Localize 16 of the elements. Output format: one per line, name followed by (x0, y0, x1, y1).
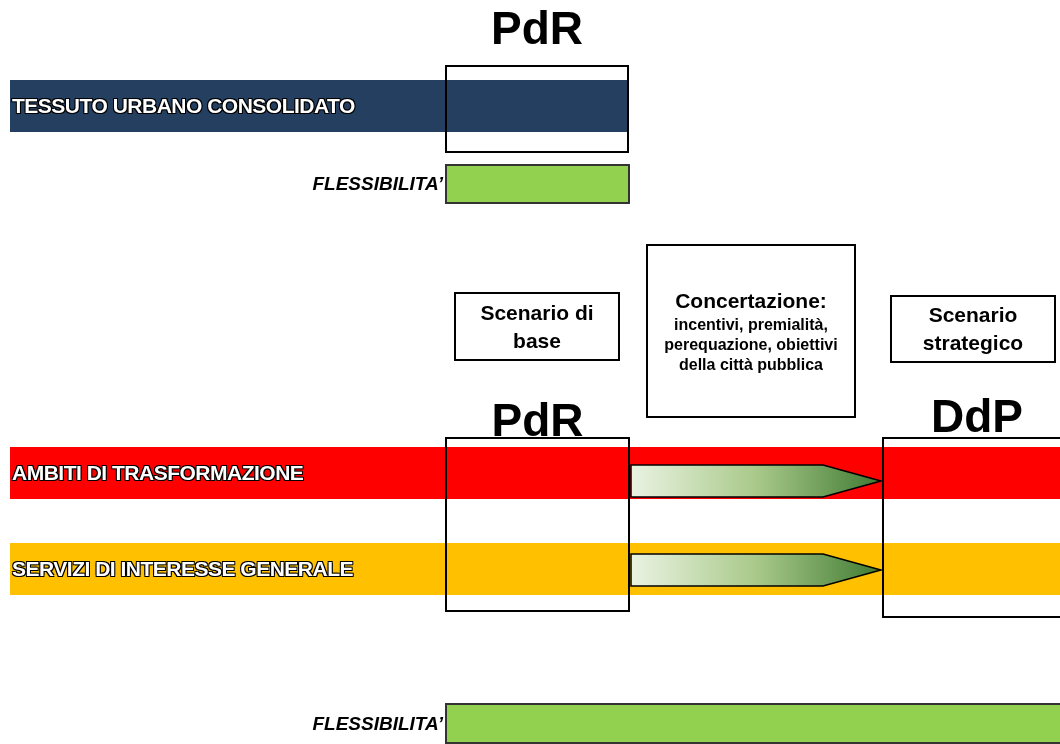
band-label: TESSUTO URBANO CONSOLIDATO (12, 94, 355, 118)
text-box (646, 244, 856, 418)
frame-heading: DdP (930, 397, 1024, 435)
box-heading: Scenario di base (479, 299, 595, 354)
band-label: SERVIZI DI INTERESSE GENERALE (12, 557, 353, 581)
frame-heading: PdR (490, 401, 585, 439)
bar-caption: FLESSIBILITA’ (312, 712, 443, 735)
text-box (454, 292, 620, 361)
bar-caption: FLESSIBILITA’ (312, 173, 443, 195)
box-heading: Scenario strategico (921, 302, 1025, 356)
box-text: incentivi, premialità, perequazione, obiettivi della città pubblica (663, 315, 839, 375)
band (10, 80, 628, 132)
band-label: AMBITI DI TRASFORMAZIONE (12, 461, 304, 485)
box-heading: Concertazione: (674, 288, 828, 314)
frame-heading: PdR (490, 9, 584, 47)
text-box (890, 295, 1056, 363)
